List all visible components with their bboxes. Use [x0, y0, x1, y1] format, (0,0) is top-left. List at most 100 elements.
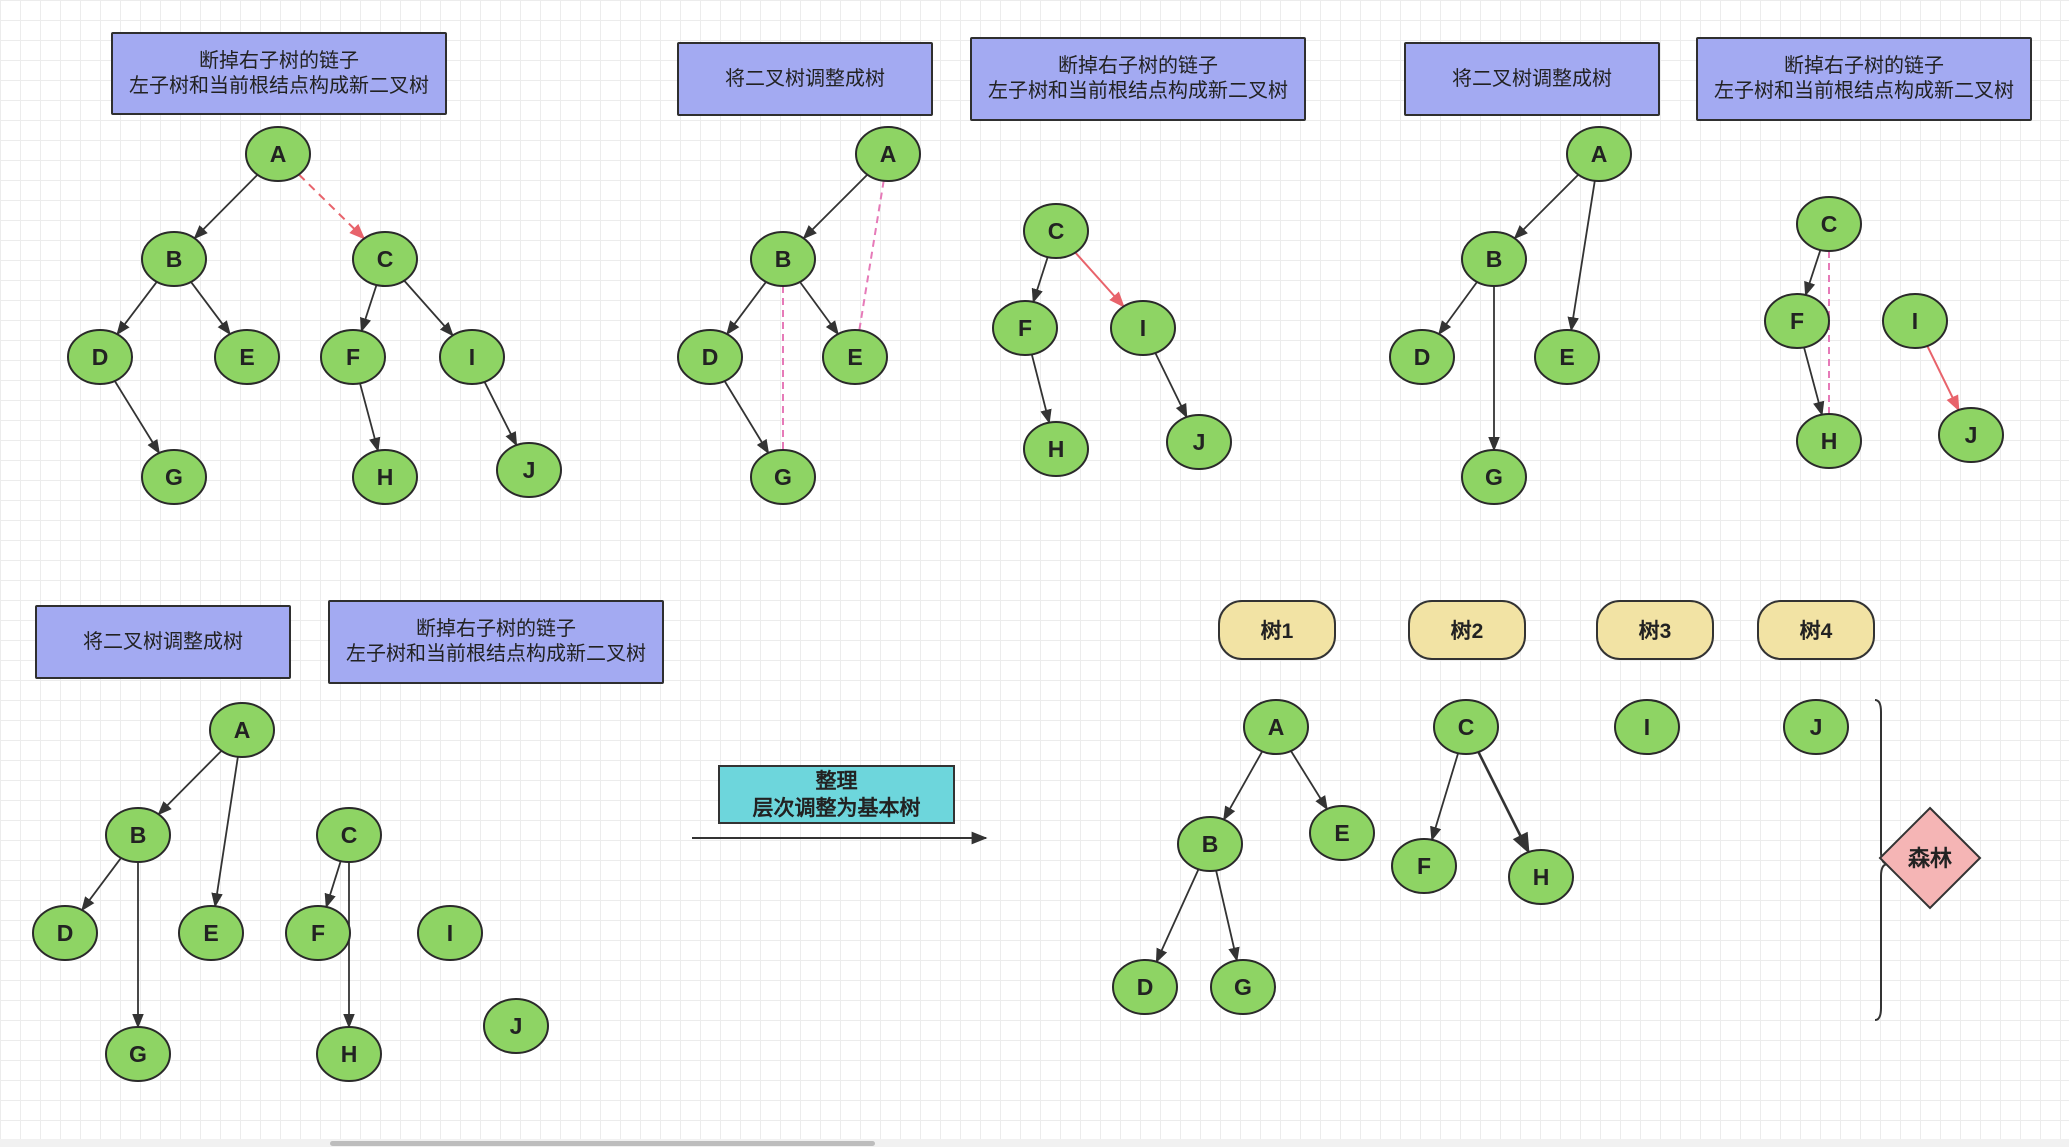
node-shape: [141, 449, 207, 505]
cut-right-chain-box-3: 断掉右子树的链子 左子树和当前根结点构成新二叉树: [1696, 37, 2032, 121]
node-shape: [178, 905, 244, 961]
node-label: A: [880, 141, 897, 167]
node-shape: [1461, 449, 1527, 505]
node-p11-J: J: [1783, 699, 1849, 755]
node-label: H: [1048, 436, 1065, 462]
edge-p2-A-E: [858, 180, 885, 331]
node-label: C: [1048, 218, 1065, 244]
node-label: G: [1234, 974, 1252, 1000]
forest-diamond: [1878, 806, 1982, 910]
node-shape: [209, 702, 275, 758]
node-p1-J: J: [496, 442, 562, 498]
horizontal-scrollbar-thumb[interactable]: [330, 1141, 875, 1146]
node-p5-I: I: [1882, 293, 1948, 349]
node-p8-D: D: [1112, 959, 1178, 1015]
node-p2-D: D: [677, 329, 743, 385]
cut-right-chain-box-4: 断掉右子树的链子 左子树和当前根结点构成新二叉树: [328, 600, 664, 684]
node-label: E: [1559, 344, 1574, 370]
edge-p9-C-F: [1430, 752, 1459, 842]
node-label: G: [165, 464, 183, 490]
cut-right-chain-box-1: 断掉右子树的链子 左子树和当前根结点构成新二叉树: [111, 32, 447, 115]
tree-tag-3: 树3: [1596, 600, 1714, 660]
node-p1-D: D: [67, 329, 133, 385]
node-p3-I: I: [1110, 300, 1176, 356]
node-label: F: [1417, 853, 1431, 879]
node-p4-D: D: [1389, 329, 1455, 385]
node-p7-I: I: [417, 905, 483, 961]
node-label: I: [1140, 315, 1146, 341]
node-shape: [822, 329, 888, 385]
node-label: C: [377, 246, 394, 272]
node-label: H: [377, 464, 394, 490]
convert-to-tree-box-2: 将二叉树调整成树: [1404, 42, 1660, 116]
tree-tag-4: 树4: [1757, 600, 1875, 660]
node-shape: [32, 905, 98, 961]
node-shape: [1309, 805, 1375, 861]
node-label: B: [1486, 246, 1503, 272]
edges-layer: [81, 173, 1960, 1029]
node-shape: [352, 231, 418, 287]
node-p1-C: C: [352, 231, 418, 287]
node-shape: [105, 807, 171, 863]
node-shape: [439, 329, 505, 385]
node-label: I: [1912, 308, 1918, 334]
node-shape: [1566, 126, 1632, 182]
node-shape: [1461, 231, 1527, 287]
node-shape: [1938, 407, 2004, 463]
node-p8-A: A: [1243, 699, 1309, 755]
node-label: J: [1193, 429, 1206, 455]
node-p2-A: A: [855, 126, 921, 182]
node-label: G: [129, 1041, 147, 1067]
edge-p3-I-J: [1154, 352, 1188, 419]
edge-p2-D-G: [723, 380, 770, 455]
node-label: D: [92, 344, 109, 370]
cut-right-chain-box-2: 断掉右子树的链子 左子树和当前根结点构成新二叉树: [970, 37, 1306, 121]
edge-p7-C-F: [324, 860, 342, 909]
node-shape: [1783, 699, 1849, 755]
node-p3-H: H: [1023, 421, 1089, 477]
edge-p1-B-E: [190, 281, 231, 336]
node-label: G: [1485, 464, 1503, 490]
node-label: J: [1965, 422, 1978, 448]
horizontal-scrollbar-track[interactable]: [0, 1139, 2069, 1147]
edge-p4-A-E: [1567, 180, 1596, 332]
edge-p2-A-B: [802, 173, 869, 240]
node-label: A: [1591, 141, 1608, 167]
node-p1-I: I: [439, 329, 505, 385]
tree-tag-2: 树2: [1408, 600, 1526, 660]
edge-p6-A-E: [211, 756, 239, 908]
node-p9-H: H: [1508, 849, 1574, 905]
edge-p4-A-B: [1513, 173, 1580, 240]
node-label: J: [1810, 714, 1823, 740]
node-shape: [750, 449, 816, 505]
node-label: B: [130, 822, 147, 848]
edge-p3-C-I: [1074, 251, 1125, 308]
node-p9-C: C: [1433, 699, 1499, 755]
node-shape: [316, 807, 382, 863]
node-shape: [1112, 959, 1178, 1015]
node-label: A: [234, 717, 251, 743]
node-shape: [855, 126, 921, 182]
edge-p1-A-C: [298, 173, 366, 240]
node-p5-H: H: [1796, 413, 1862, 469]
node-shape: [1177, 816, 1243, 872]
node-shape: [1023, 421, 1089, 477]
node-label: H: [1533, 864, 1550, 890]
organize-process-box: 整理 层次调整为基本树: [718, 765, 955, 824]
node-shape: [1614, 699, 1680, 755]
node-label: F: [1790, 308, 1804, 334]
node-shape: [750, 231, 816, 287]
node-shape: [1210, 959, 1276, 1015]
edge-p8-B-G: [1215, 870, 1240, 962]
tree-tag-1: 树1: [1218, 600, 1336, 660]
node-p6-B: B: [105, 807, 171, 863]
node-shape: [677, 329, 743, 385]
node-p7-C: C: [316, 807, 382, 863]
edge-p6-B-D: [81, 857, 122, 912]
node-p3-F: F: [992, 300, 1058, 356]
edge-p2-B-E: [799, 281, 839, 336]
edge-p1-I-J: [483, 381, 518, 447]
node-shape: [67, 329, 133, 385]
edge-p5-C-F: [1804, 249, 1822, 297]
